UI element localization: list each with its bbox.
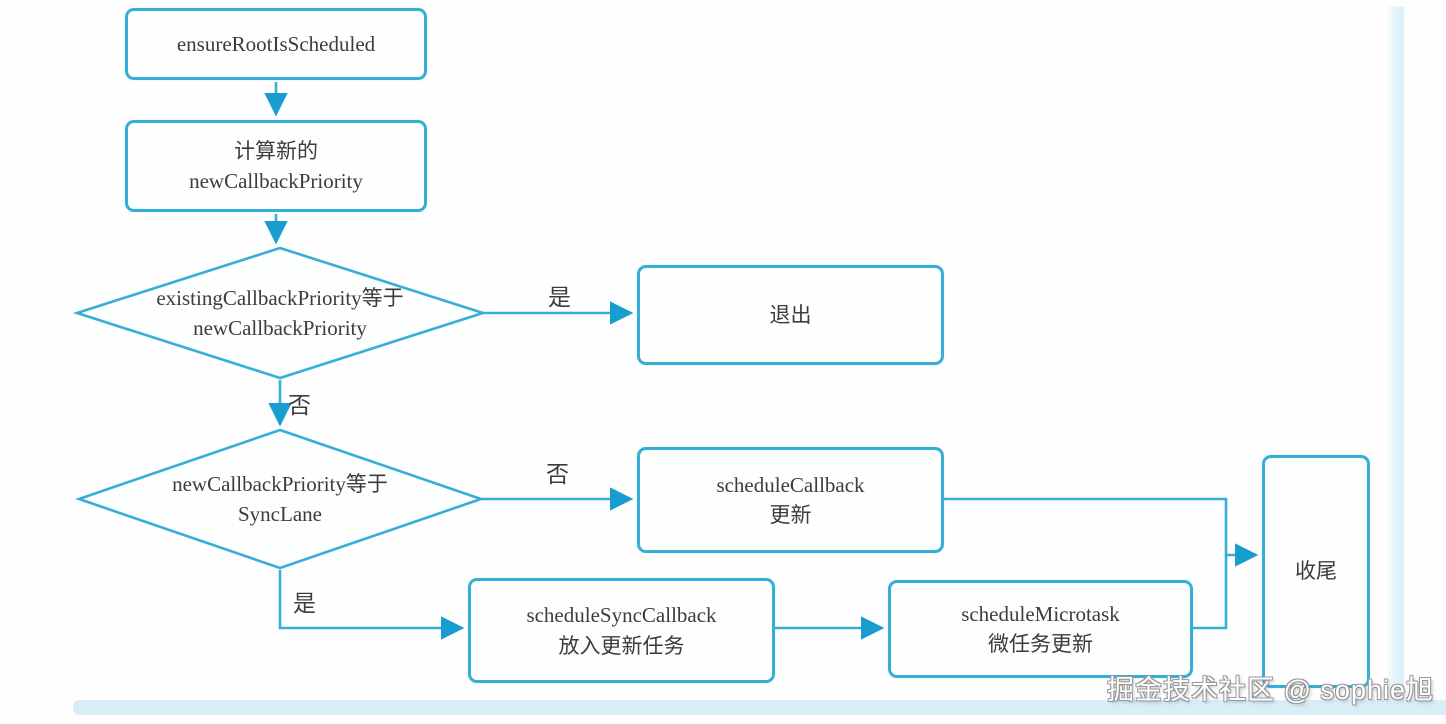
node-exit: 退出 — [637, 265, 944, 365]
node-schedule-sync-callback: scheduleSyncCallback 放入更新任务 — [468, 578, 775, 683]
node-label-line1: scheduleMicrotask — [961, 601, 1120, 626]
right-border-band — [1388, 6, 1404, 702]
decision-synclane-shape — [74, 428, 486, 570]
decision-existing-priority-shape — [72, 246, 488, 380]
node-schedule-callback: scheduleCallback 更新 — [637, 447, 944, 553]
edge-label-yes-synccallback: 是 — [293, 591, 316, 616]
node-finish: 收尾 — [1262, 455, 1370, 688]
bottom-border-band — [73, 700, 1446, 715]
edge-label-no-schedulecallback: 否 — [546, 462, 569, 487]
node-label-line1: 计算新的 — [234, 138, 318, 163]
decision-label-line1: newCallbackPriority等于 — [172, 472, 388, 496]
decision-label-line1: existingCallbackPriority等于 — [156, 286, 404, 310]
node-label: ensureRootIsScheduled — [176, 31, 376, 56]
edge-decision2-yes-to-synccallback — [278, 570, 465, 640]
node-schedule-microtask: scheduleMicrotask 微任务更新 — [888, 580, 1193, 678]
node-ensure-root-is-scheduled: ensureRootIsScheduled — [125, 8, 427, 80]
node-label: 收尾 — [1295, 559, 1337, 584]
edge-label-yes-exit: 是 — [548, 285, 571, 310]
decision-existing-priority-label: existingCallbackPriority等于 newCallbackPr… — [85, 283, 475, 344]
node-label-line2: 更新 — [769, 503, 812, 527]
watermark: 掘金技术社区 @ sophie旭 — [1107, 675, 1434, 705]
edge-label-no-down: 否 — [288, 393, 311, 418]
decision-label-line2: SyncLane — [238, 502, 322, 527]
decision-label-line2: newCallbackPriority — [193, 316, 367, 341]
node-label-line2: 微任务更新 — [988, 632, 1093, 656]
node-label-line1: scheduleCallback — [716, 472, 865, 497]
node-label-line2: 放入更新任务 — [558, 633, 685, 658]
node-label-line1: scheduleSyncCallback — [526, 603, 717, 628]
node-label-line2: newCallbackPriority — [189, 169, 363, 193]
edge-schedulecallback-to-finish — [944, 497, 1259, 567]
node-calc-new-callback-priority: 计算新的 newCallbackPriority — [125, 120, 427, 212]
decision-synclane-label: newCallbackPriority等于 SyncLane — [85, 469, 475, 530]
edge-microtask-to-finish — [1193, 556, 1228, 630]
node-label: 退出 — [769, 302, 812, 327]
